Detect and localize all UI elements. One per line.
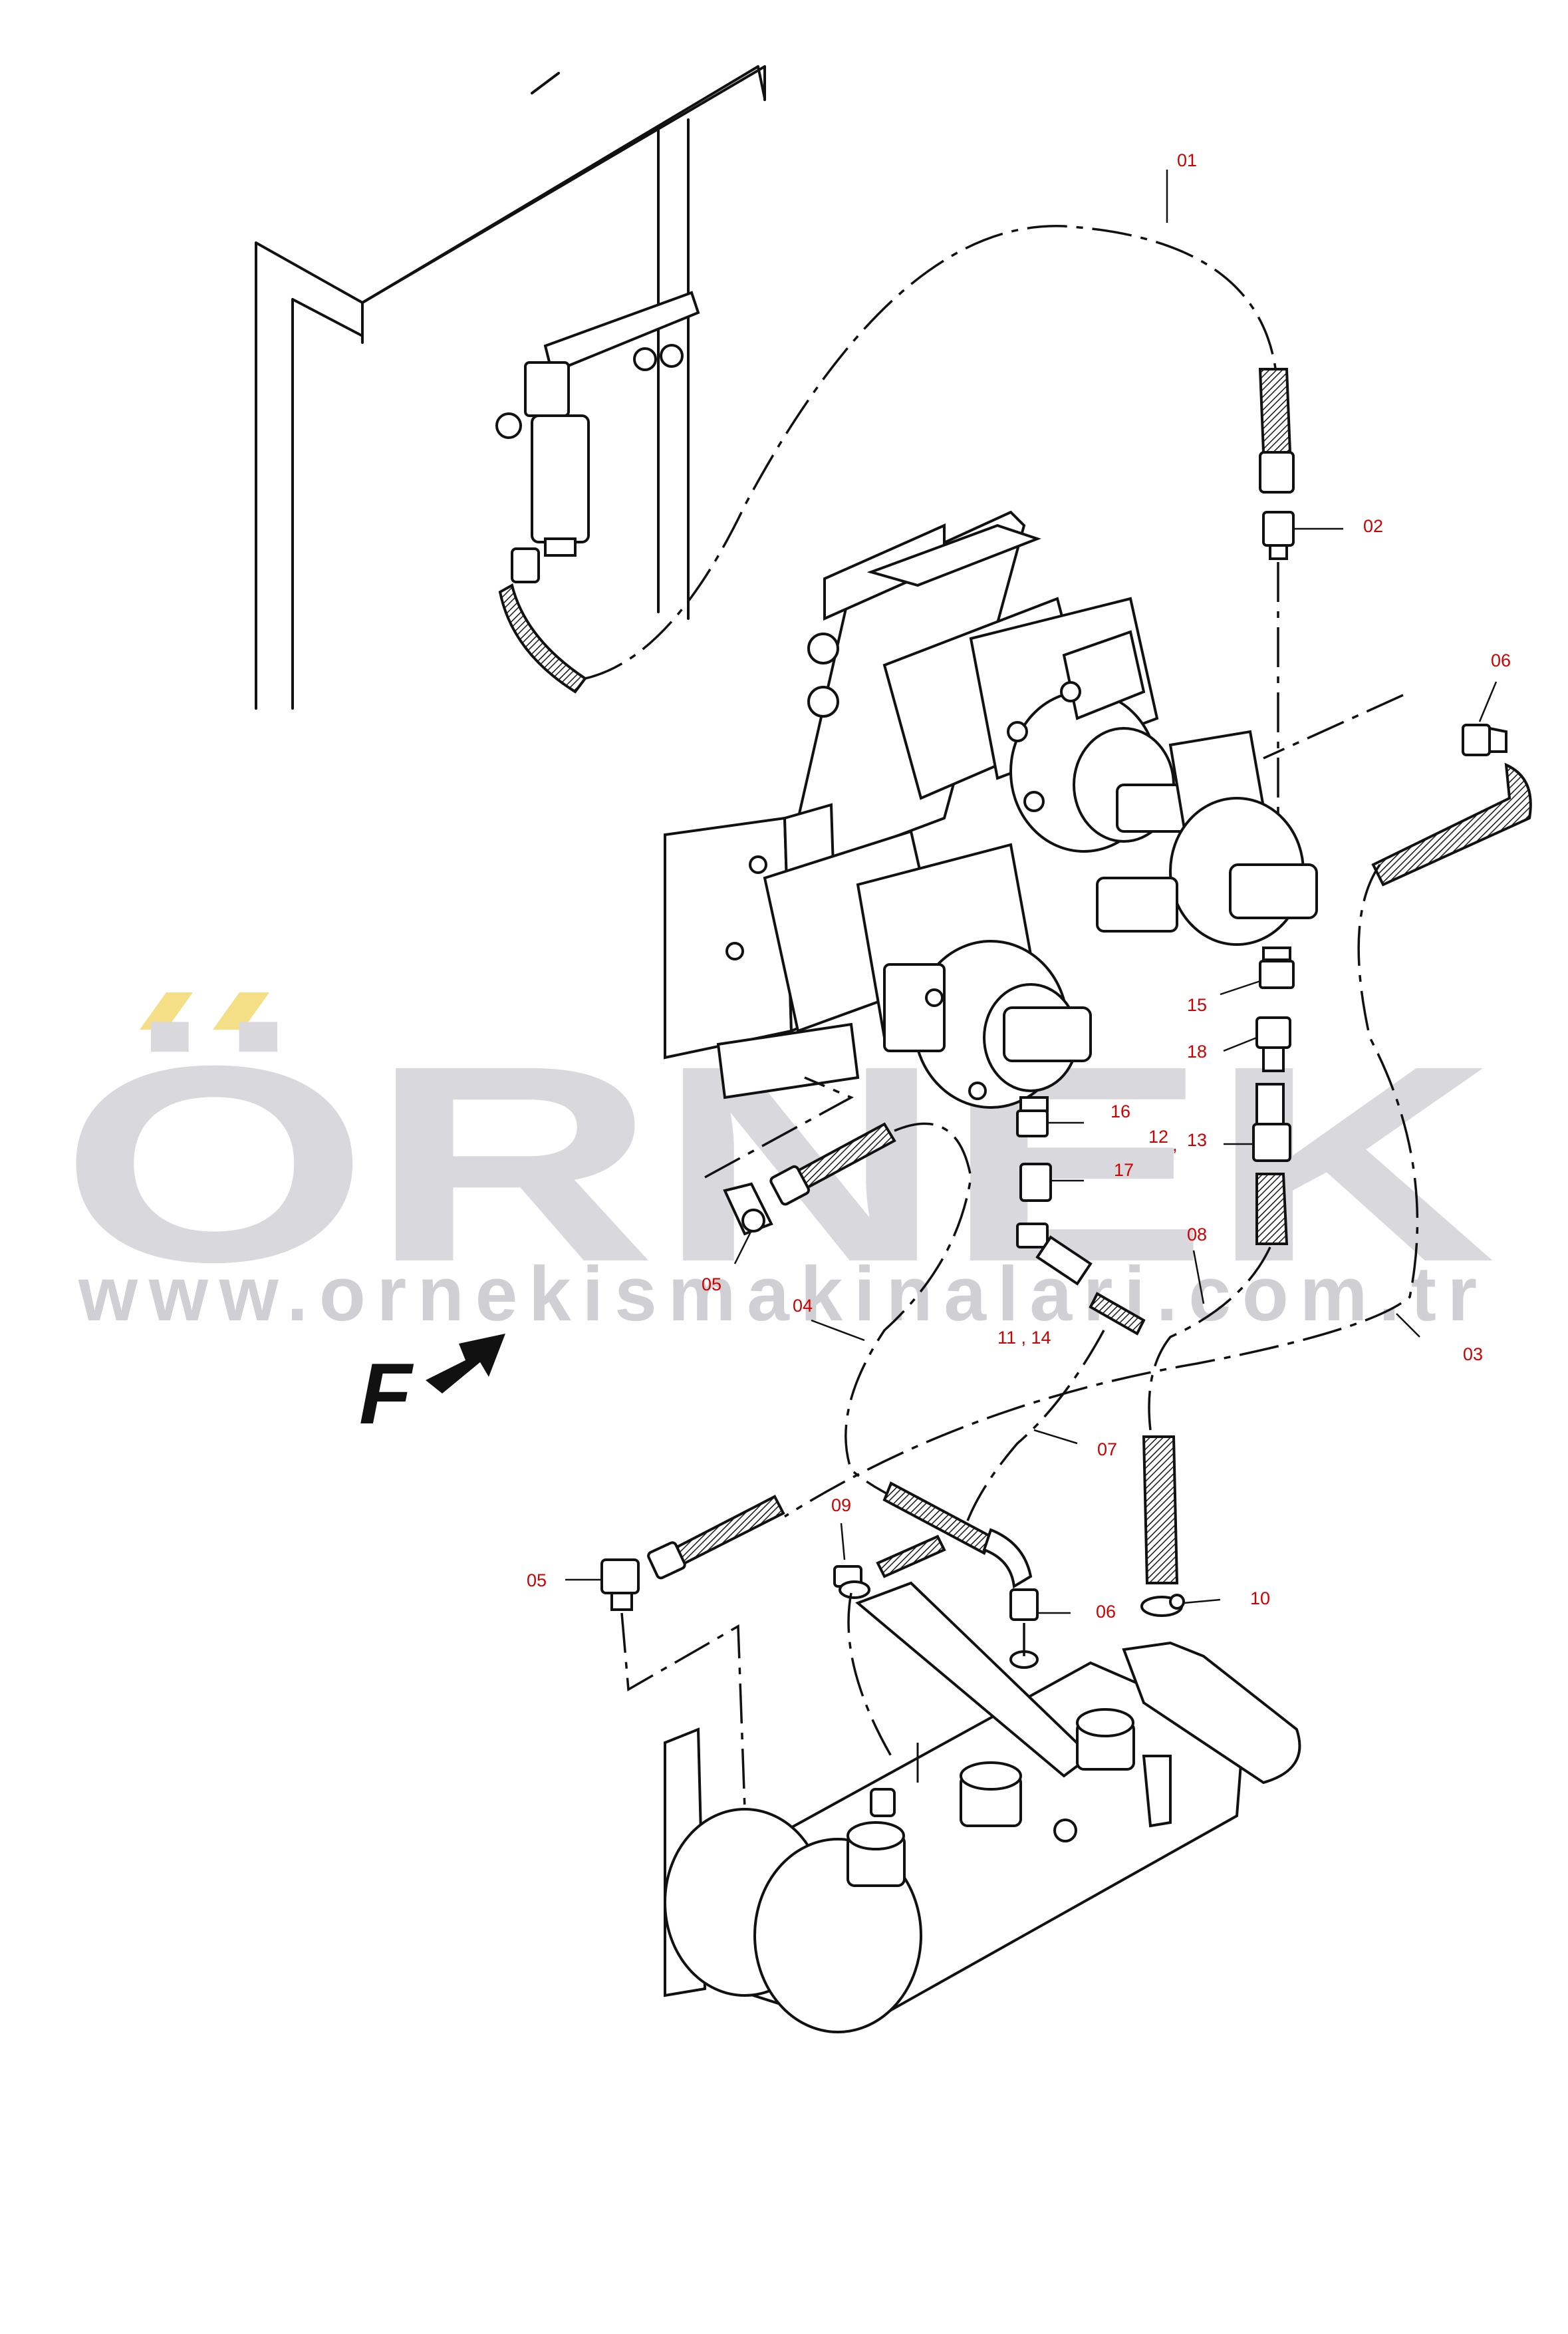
fitting-02: [1262, 511, 1295, 560]
callout-09: 09: [831, 1495, 851, 1515]
callout-06-upper: 06: [1491, 651, 1511, 670]
fitting-09: [833, 1565, 870, 1599]
fitting-13: [1252, 1083, 1291, 1162]
callout-07: 07: [1097, 1439, 1117, 1459]
route-05-to-pump: [704, 1076, 854, 1179]
callout-03: 03: [1463, 1344, 1483, 1364]
callout-17: 17: [1114, 1160, 1134, 1180]
callout-12-13-separator: ,: [1172, 1135, 1178, 1155]
hose-04-short: [1089, 1292, 1146, 1336]
callout-05-lower: 05: [527, 1570, 547, 1590]
callout-16: 16: [1111, 1101, 1130, 1121]
fitting-18: [1255, 1016, 1291, 1072]
brand-watermark-url: www.ornekismakinalari.com.tr: [78, 1250, 1488, 1337]
hose-01-end: [1258, 368, 1292, 454]
callout-10: 10: [1250, 1588, 1270, 1608]
callout-05-upper: 05: [702, 1274, 721, 1294]
fitting-15: [1259, 947, 1295, 989]
part-callouts: 01 02 06 15 18 16 12 , 13 17 08 05 04 11…: [527, 150, 1511, 1622]
hose-09: [876, 1534, 946, 1578]
callout-01: 01: [1177, 150, 1197, 170]
hose-01-fitting: [1259, 451, 1295, 494]
hose-07-route: [963, 1330, 1105, 1531]
hose-01-route: [585, 225, 1278, 680]
hose-09-route: [847, 1592, 892, 1757]
callout-04: 04: [793, 1296, 813, 1316]
route-05-lower-to-tank: [620, 1612, 746, 1810]
hose-10: [1142, 1435, 1179, 1584]
fitting-05-upper: [723, 1182, 773, 1236]
cab-frame: [255, 65, 766, 710]
hydraulic-tank: [664, 1581, 1301, 2033]
fitting-elbow-lower: [982, 1528, 1033, 1589]
callout-15: 15: [1187, 995, 1207, 1015]
callout-11-14: 11 , 14: [997, 1328, 1051, 1348]
callout-13: 13: [1187, 1130, 1207, 1150]
fitting-17: [1019, 1163, 1052, 1202]
fitting-06-upper: [1462, 724, 1507, 756]
hose-04-route: [845, 1122, 972, 1525]
route-06-to-pump: [1263, 694, 1404, 760]
front-direction-label: F: [359, 1345, 414, 1442]
fitting-05-lower: [600, 1558, 640, 1611]
callout-12: 12: [1148, 1127, 1168, 1147]
fitting-06-lower: [1009, 1588, 1039, 1669]
hose-lower-center: [882, 1481, 993, 1555]
arrow-right-icon: [426, 1334, 505, 1393]
hydraulic-pump-assembly: [664, 510, 1318, 1109]
callout-08: 08: [1187, 1225, 1207, 1244]
front-direction-marker: F: [359, 1334, 505, 1442]
umlaut-right-mark: [213, 992, 269, 1030]
callout-18: 18: [1187, 1042, 1207, 1062]
hose-08-route: [1148, 1246, 1271, 1431]
hose-05-lower: [670, 1495, 785, 1568]
fitting-10-clamp: [1140, 1594, 1185, 1617]
hose-05-lower-fitting: [647, 1541, 686, 1580]
filter-outlet-hose: [498, 583, 587, 694]
hose-04-fitting: [769, 1165, 810, 1206]
callout-02: 02: [1363, 516, 1383, 536]
hose-08-end: [1255, 1173, 1289, 1245]
hose-03-end: [1371, 762, 1532, 887]
umlaut-left-mark: [140, 992, 193, 1030]
fitting-16: [1016, 1096, 1049, 1137]
fitting-11-14: [1016, 1223, 1093, 1286]
filter-assembly: [495, 291, 700, 583]
callout-06-lower: 06: [1096, 1602, 1116, 1622]
hose-03-route: [784, 864, 1419, 1518]
leader-lines: [565, 170, 1498, 1614]
